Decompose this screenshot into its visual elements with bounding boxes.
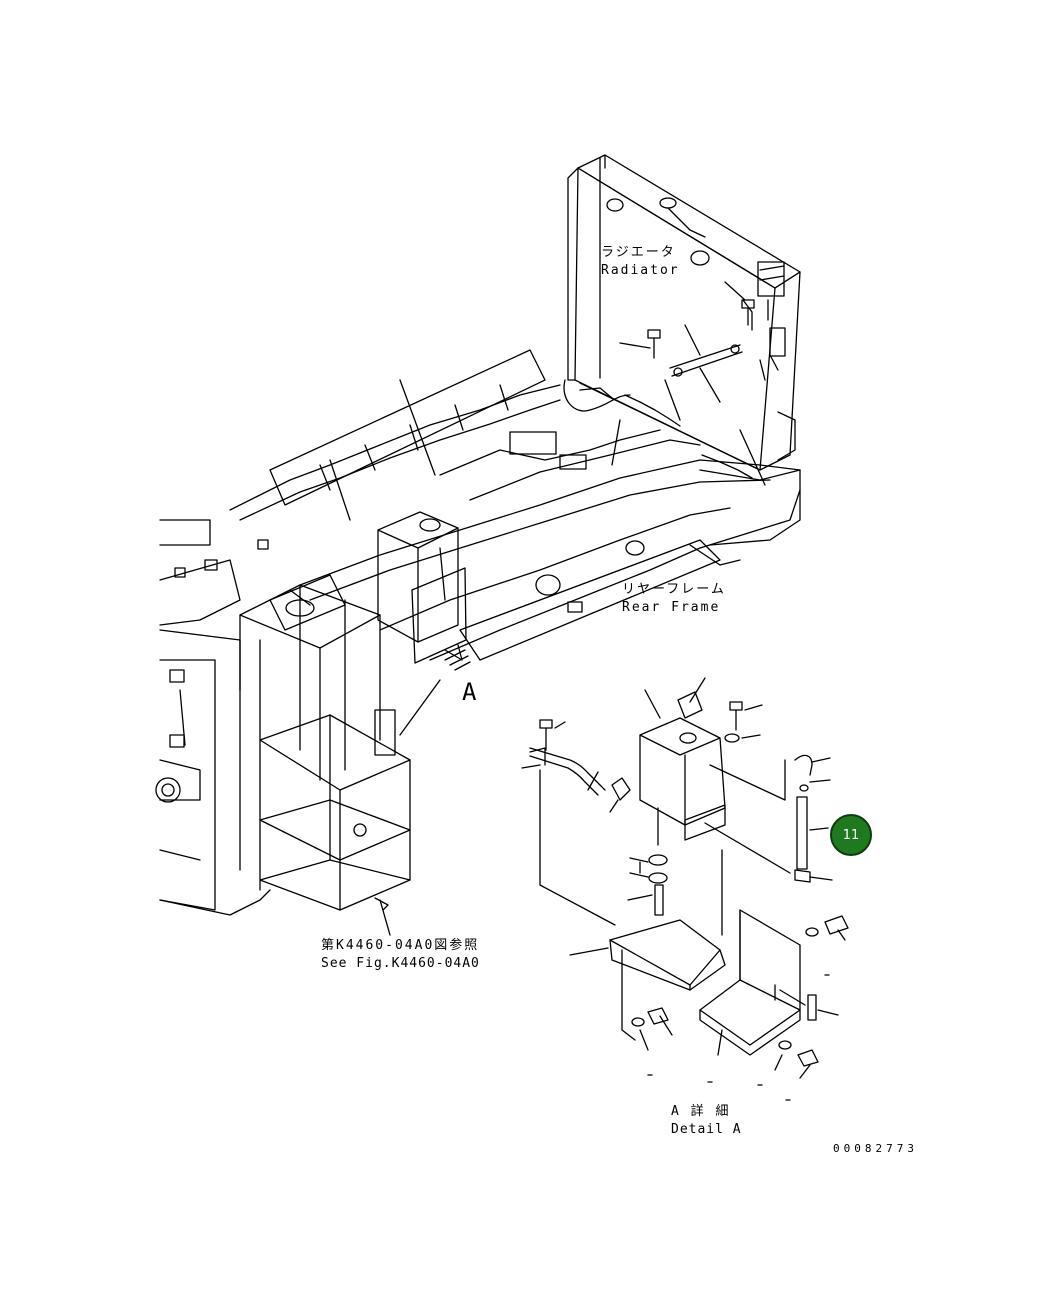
radiator-assembly	[564, 155, 800, 485]
mounting-stand	[240, 575, 440, 935]
see-fig-label-jp: 第K4460-04A0図参照	[321, 938, 480, 953]
radiator-label-jp: ラジエータ	[601, 245, 676, 260]
drawing-number: 00082773	[833, 1142, 918, 1155]
rear-frame	[156, 350, 800, 915]
rear-frame-label-en: Rear Frame	[622, 600, 721, 615]
detail-a-label-jp: A 詳 細	[671, 1104, 731, 1119]
callout-badge-11[interactable]: 11	[830, 814, 872, 856]
radiator-label-en: Radiator	[601, 263, 680, 278]
rear-frame-label-jp: リヤーフレーム	[622, 582, 726, 597]
see-fig-label-en: See Fig.K4460-04A0	[321, 956, 480, 971]
detail-a-exploded	[522, 678, 848, 1100]
view-a-marker: A	[462, 678, 477, 706]
tank-installed	[378, 512, 470, 670]
detail-a-label-en: Detail A	[671, 1122, 742, 1137]
